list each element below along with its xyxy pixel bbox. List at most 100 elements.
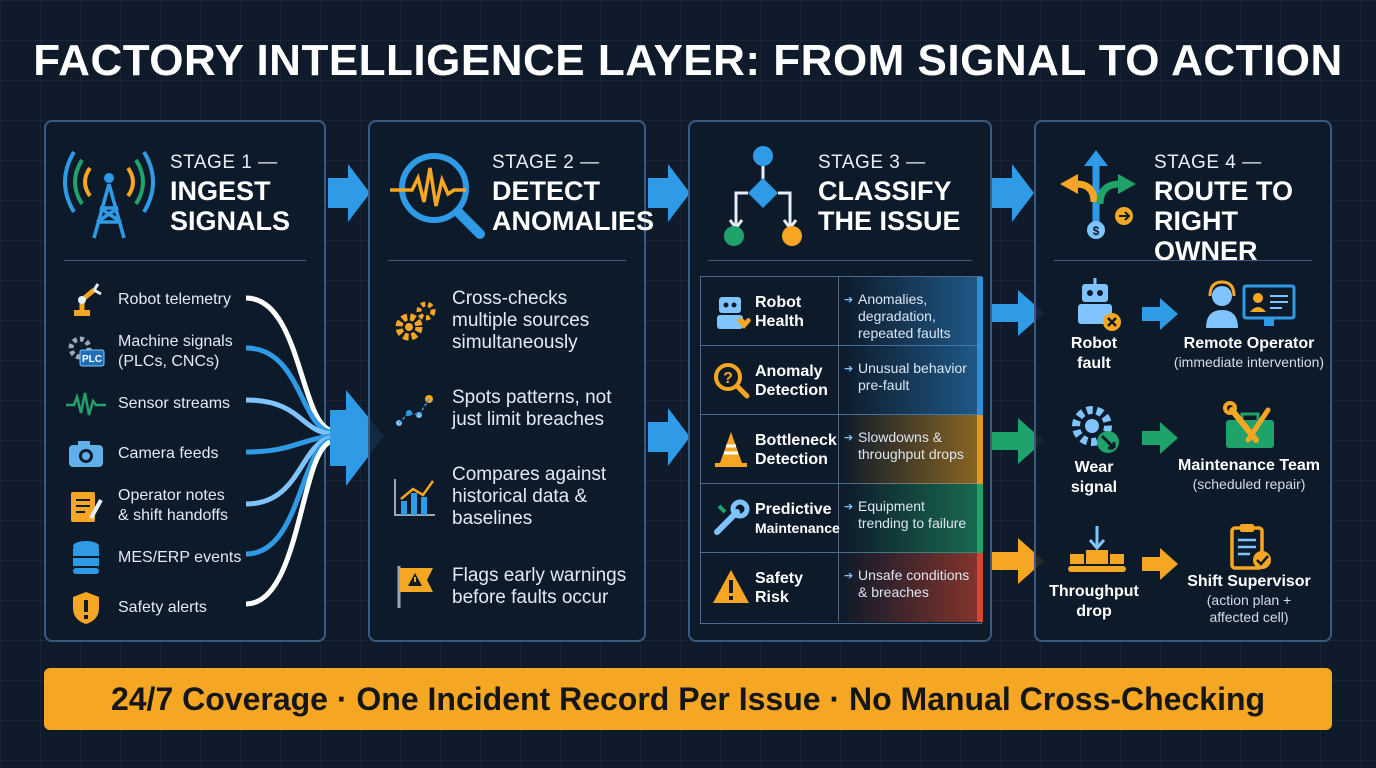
gears-icon xyxy=(392,298,438,344)
class-desc: trending to failure xyxy=(858,515,967,531)
database-icon xyxy=(66,538,106,578)
source-camera-feeds: Camera feeds xyxy=(66,434,256,474)
route-owner-detail: affected cell) xyxy=(1209,609,1289,625)
class-name: Safety xyxy=(755,570,804,587)
route-owner-shift-supervisor: Shift Supervisor(action plan +affected c… xyxy=(1164,572,1334,626)
detection-text: simultaneously xyxy=(452,332,578,353)
class-desc: pre-fault xyxy=(858,377,910,393)
footer-banner: 24/7 Coverage · One Incident Record Per … xyxy=(44,668,1332,730)
detection-text: just limit breaches xyxy=(452,409,605,430)
robot-heart-icon xyxy=(709,289,753,333)
class-name: Detection xyxy=(755,382,828,399)
detection-text: before faults occur xyxy=(452,587,609,608)
class-name: Robot xyxy=(755,294,802,311)
arrow-detect-to-classify-icon xyxy=(648,408,690,466)
arrow-stage3-to-4-icon xyxy=(992,164,1034,222)
stage-3-name-line2: THE ISSUE xyxy=(818,206,961,236)
stage-2-label: STAGE 2 — xyxy=(492,152,600,173)
route-owner-name: Maintenance Team xyxy=(1178,457,1320,474)
route-owner-arrow-icon xyxy=(1142,298,1178,330)
detection-text: Spots patterns, not xyxy=(452,387,612,408)
stage-4-name: ROUTE TO RIGHT OWNER xyxy=(1154,176,1330,266)
stage-1-header: STAGE 1 — INGEST SIGNALS xyxy=(46,122,324,262)
stage-4-name-line2: RIGHT OWNER xyxy=(1154,206,1258,266)
arrow-right-icon: ➔ xyxy=(844,501,854,513)
decision-tree-icon xyxy=(718,144,808,246)
traffic-cone-icon xyxy=(709,427,753,471)
stage-3-header: STAGE 3 — CLASSIFY THE ISSUE xyxy=(690,122,990,262)
arrow-right-icon: ➔ xyxy=(844,570,854,582)
svg-text:$: $ xyxy=(1093,224,1100,238)
route-source-label: Wear xyxy=(1074,459,1114,476)
route-arrow-green-icon xyxy=(992,418,1044,464)
stage-1-panel: STAGE 1 — INGEST SIGNALS Robot telemetry… xyxy=(44,120,326,642)
route-owner-maintenance-team: Maintenance Team(scheduled repair) xyxy=(1164,456,1334,493)
page-title: FACTORY INTELLIGENCE LAYER: FROM SIGNAL … xyxy=(33,36,1343,85)
waveform-icon xyxy=(66,384,106,424)
plc-gear-icon: PLC xyxy=(66,332,106,372)
source-sensor-streams: Sensor streams xyxy=(66,384,256,424)
route-owner-detail: (immediate intervention) xyxy=(1173,354,1325,370)
stage-2-divider xyxy=(388,260,626,261)
operator-monitor-icon xyxy=(1202,280,1298,332)
route-owner-arrow-icon xyxy=(1142,422,1178,454)
arrow-right-icon: ➔ xyxy=(844,294,854,306)
stage-1-name: INGEST SIGNALS xyxy=(170,176,290,236)
clipboard-check-icon xyxy=(1228,522,1274,572)
route-source-label: Throughput xyxy=(1049,583,1139,600)
stage-1-name-line1: INGEST xyxy=(170,176,271,206)
class-desc: Unusual behavior xyxy=(858,360,967,376)
magnifier-question-icon: ? xyxy=(709,358,753,402)
stage-2-name-line2: ANOMALIES xyxy=(492,206,654,236)
source-safety-alerts: Safety alerts xyxy=(66,588,256,628)
route-owner-arrow-icon xyxy=(1142,548,1178,580)
class-name: Risk xyxy=(755,589,789,606)
stage-3-label: STAGE 3 — xyxy=(818,152,926,173)
source-label-sub: (PLCs, CNCs) xyxy=(118,353,220,370)
source-label: Robot telemetry xyxy=(118,291,231,308)
stage-3-divider xyxy=(708,260,972,261)
stage-4-header: $ STAGE 4 — ROUTE TO RIGHT OWNER xyxy=(1036,122,1330,266)
route-owner-detail: (action plan + xyxy=(1206,592,1292,608)
class-name: Detection xyxy=(755,451,828,468)
notepad-icon xyxy=(66,486,106,526)
class-desc: repeated faults xyxy=(858,325,951,341)
warning-triangle-icon xyxy=(709,565,753,609)
robot-fault-icon xyxy=(1066,278,1126,334)
source-robot-telemetry: Robot telemetry xyxy=(66,280,256,320)
detection-text: Compares against xyxy=(452,464,607,485)
stage-3-name: CLASSIFY THE ISSUE xyxy=(818,176,961,236)
source-label: Machine signals xyxy=(118,333,233,350)
stage-3-name-line1: CLASSIFY xyxy=(818,176,952,206)
robot-arm-icon xyxy=(66,280,106,320)
class-desc: Equipment xyxy=(858,498,925,514)
detection-text: multiple sources xyxy=(452,310,590,331)
arrow-stage1-to-2-icon xyxy=(328,164,370,222)
gear-wear-icon xyxy=(1068,402,1124,456)
source-label: Operator notes xyxy=(118,487,225,504)
stage-1-divider xyxy=(64,260,306,261)
class-desc: Slowdowns & xyxy=(858,429,943,445)
shield-alert-icon xyxy=(66,588,106,628)
source-label: Sensor streams xyxy=(118,395,231,412)
signal-tower-icon xyxy=(63,144,155,244)
route-arrow-blue-icon xyxy=(992,290,1044,336)
detection-text: baselines xyxy=(452,508,533,529)
source-label: MES/ERP events xyxy=(118,549,242,566)
source-operator-notes: Operator notes& shift handoffs xyxy=(66,486,256,526)
conveyor-drop-icon xyxy=(1066,524,1128,576)
funnel-arrow-icon xyxy=(330,390,384,486)
